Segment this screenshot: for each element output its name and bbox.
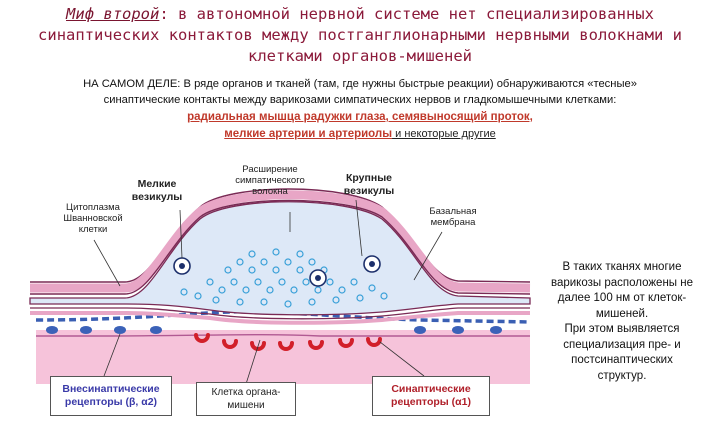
target-cell-membrane bbox=[36, 333, 530, 337]
paragraph-line-1: НА САМОМ ДЕЛЕ: В ряде органов и тканей (… bbox=[83, 78, 637, 90]
side-line: мишеней. bbox=[595, 307, 649, 320]
side-line: варикозы расположены не bbox=[550, 276, 694, 289]
leader-lines bbox=[93, 199, 443, 385]
box-target-cell: Клетка органа-мишени bbox=[196, 382, 296, 416]
organ-list-text-3: и некоторые другие bbox=[392, 128, 496, 140]
title-line3: клетками органов-мишеней bbox=[248, 47, 472, 65]
title-line2: синаптических контактов между постгангли… bbox=[38, 26, 682, 44]
axon-lower-membrane bbox=[30, 307, 530, 320]
small-vesicles bbox=[180, 248, 388, 308]
side-line: далее 100 нм от клеток- bbox=[557, 292, 687, 304]
label-varicosity: Расширение симпатического волокна bbox=[235, 164, 305, 197]
organ-list-text-2: мелкие артерии и артериолы bbox=[224, 128, 393, 140]
large-vesicles bbox=[173, 255, 381, 287]
organ-list-line-1: радиальная мышца радужки глаза, семявыно… bbox=[20, 109, 700, 125]
explanation-paragraph: НА САМОМ ДЕЛЕ: В ряде органов и тканей (… bbox=[20, 76, 700, 108]
label-small-vesicles: Мелкие везикулы bbox=[131, 178, 183, 203]
title-lead: Миф второй bbox=[66, 5, 160, 23]
slide-title: Миф второй: в автономной нервной системе… bbox=[0, 4, 720, 67]
organ-list-line-2: мелкие артерии и артериолы и некоторые д… bbox=[20, 126, 700, 142]
schwann-inner-line bbox=[30, 199, 531, 295]
synaptic-receptors bbox=[194, 333, 382, 351]
label-basal-membrane: Базальная мембрана bbox=[429, 206, 477, 228]
side-explanation: В таких тканях многие варикозы расположе… bbox=[536, 260, 708, 384]
side-line: специализация пре- и bbox=[563, 338, 681, 351]
side-line: структур. bbox=[597, 369, 647, 382]
box-synaptic-receptors: Синаптические рецепторы (α1) bbox=[372, 376, 490, 416]
box-extrasynaptic-receptors: Внесинаптические рецепторы (β, α2) bbox=[50, 376, 172, 416]
side-line: постсинаптических bbox=[571, 354, 673, 366]
label-schwann: Цитоплазма Шванновской клетки bbox=[63, 202, 123, 235]
label-large-vesicles: Крупные везикулы bbox=[343, 172, 395, 197]
side-line: При этом выявляется bbox=[564, 323, 680, 335]
organ-list-text-1: радиальная мышца радужки глаза, семявыно… bbox=[187, 111, 533, 123]
title-line1: : в автономной нервной системе нет специ… bbox=[159, 5, 654, 23]
lower-band bbox=[30, 311, 530, 325]
extrasynaptic-receptors bbox=[46, 326, 502, 334]
paragraph-line-2: синаптические контакты между варикозами … bbox=[103, 94, 617, 106]
schwann-band bbox=[30, 190, 531, 293]
varicosity-fill bbox=[29, 201, 531, 316]
side-line: В таких тканях многие bbox=[562, 261, 682, 273]
